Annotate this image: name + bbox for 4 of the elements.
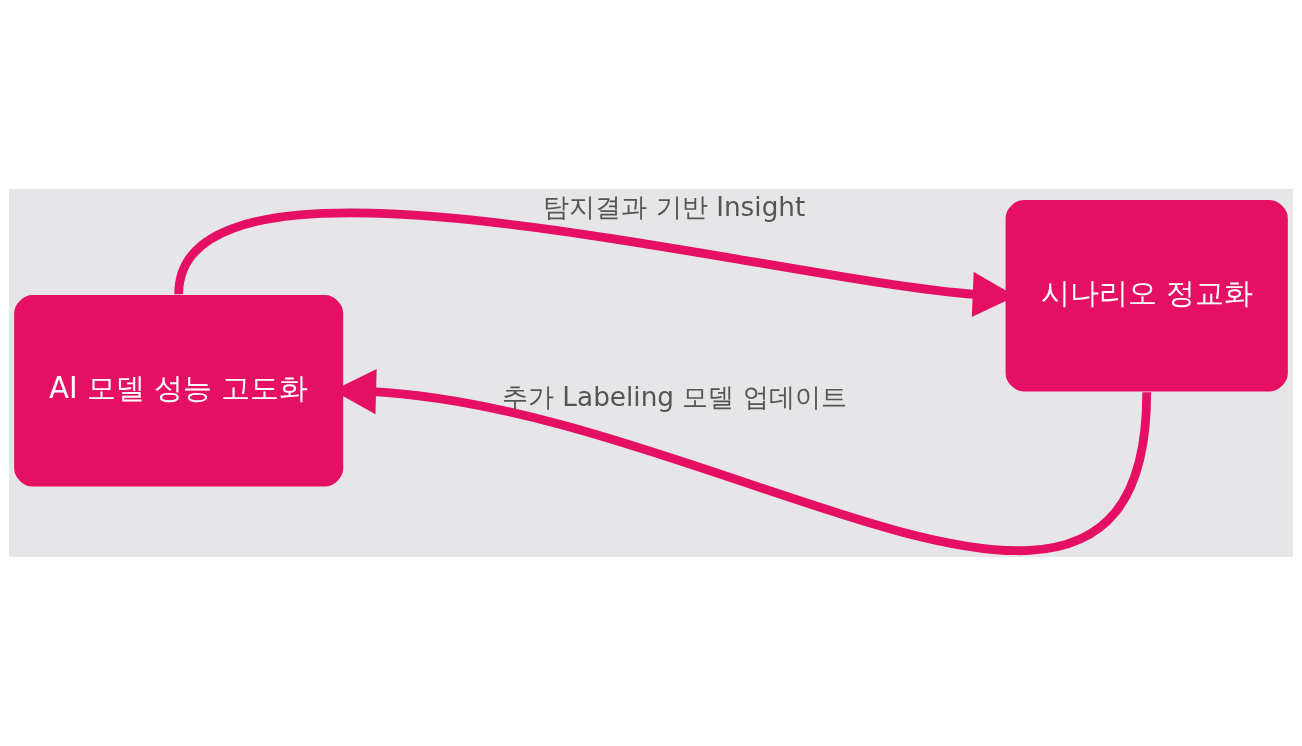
node-box: AI 모델 성능 고도화 bbox=[14, 295, 344, 487]
edge-label: 추가 Labeling 모델 업데이트 bbox=[502, 382, 847, 412]
node-box: 시나리오 정교화 bbox=[1005, 199, 1288, 392]
edge-label: 탐지결과 기반 Insight bbox=[543, 191, 806, 222]
